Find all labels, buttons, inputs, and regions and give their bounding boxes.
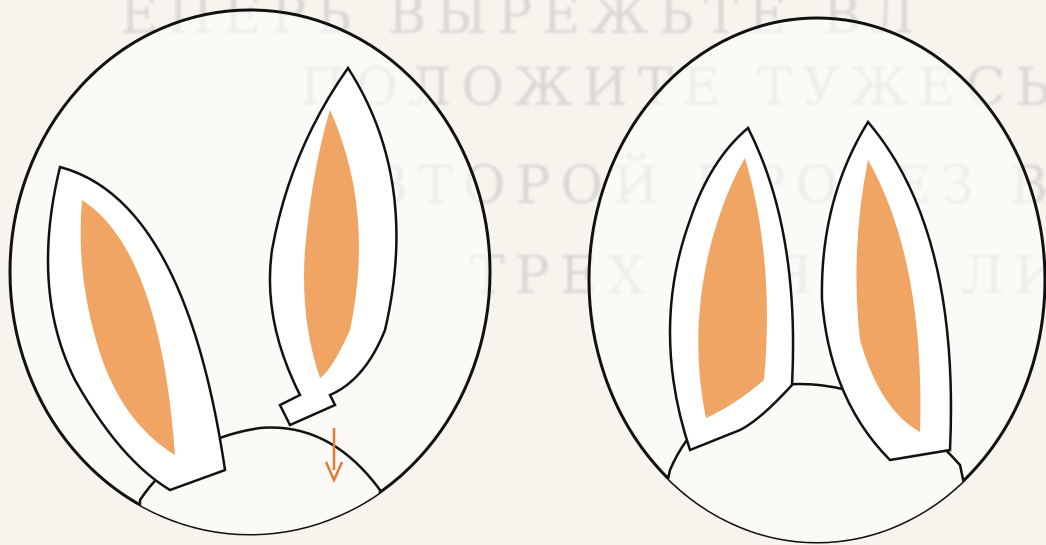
left-egg-figure <box>10 10 490 545</box>
right-egg-figure <box>589 18 1045 545</box>
